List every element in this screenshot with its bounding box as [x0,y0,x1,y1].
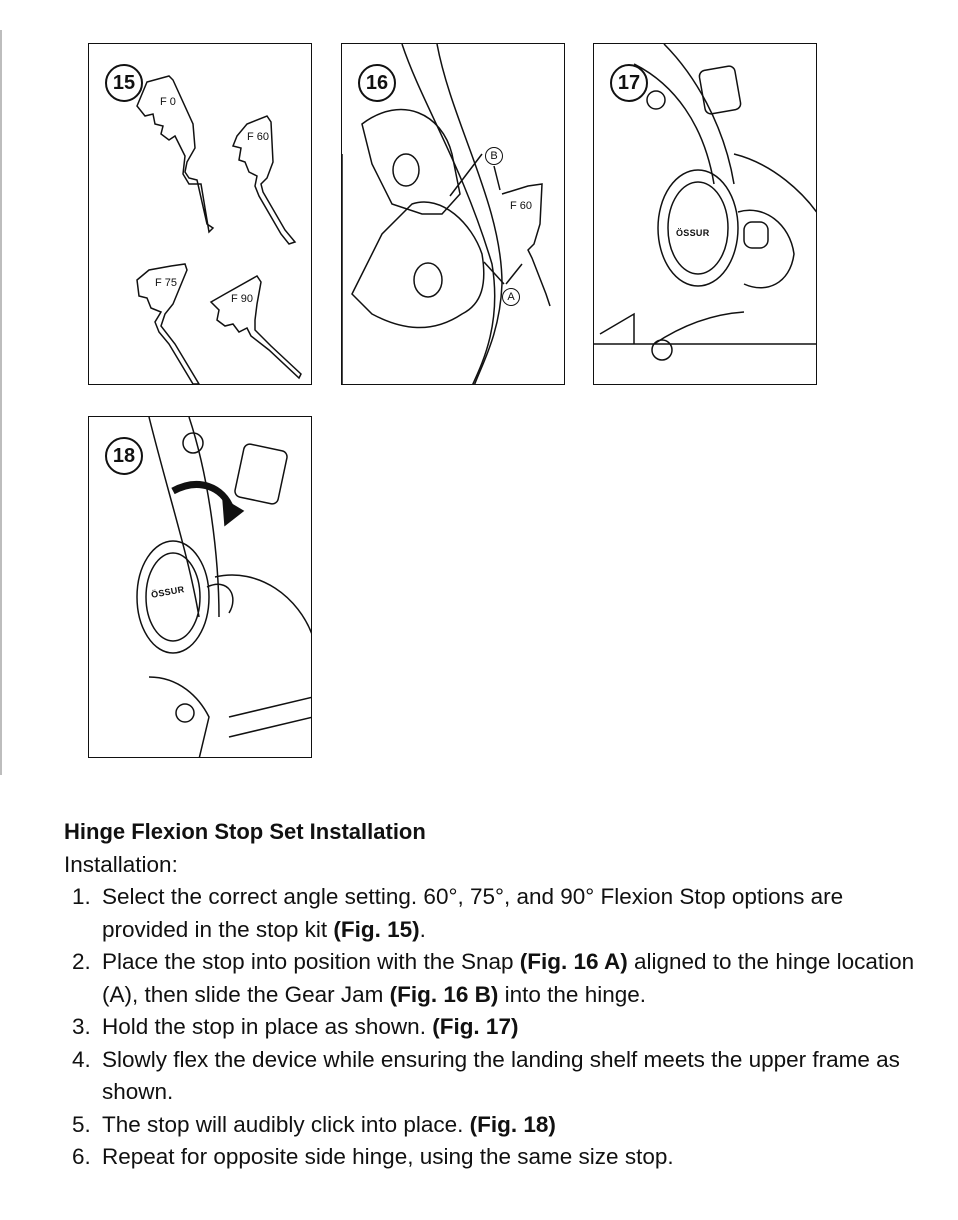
step-2: 2. Place the stop into position with the … [72,946,924,1011]
hinge-gear-illustration [342,44,551,384]
step-text: Repeat for opposite side hinge, using th… [102,1144,674,1169]
figure-ref: (Fig. 18) [469,1111,556,1137]
step-number: 3. [72,1014,91,1039]
figure-ref: (Fig. 17) [432,1014,519,1039]
step-text-end: . [419,916,426,942]
figure-18: 18 ÖSSUR [88,416,312,758]
stop-label-f60: F 60 [247,131,270,143]
figure-ref-2: (Fig. 16 B) [389,981,499,1007]
step-6: 6. Repeat for opposite side hinge, using … [72,1141,924,1174]
step-text-end: into the hinge. [498,981,647,1007]
step-number: 4. [72,1046,91,1072]
callout-b: B [485,147,503,165]
margin-rule [0,30,2,775]
figure-15: 15 F 0 F 60 F 75 F 90 [88,43,312,385]
step-3: 3. Hold the stop in place as shown. (Fig.… [72,1011,924,1044]
figure-number-badge: 16 [358,64,396,102]
step-number: 6. [72,1144,91,1169]
figure-ref: (Fig. 15) [333,916,420,942]
step-text: The stop will audibly click into place. [102,1111,470,1137]
section-subtitle: Installation: [64,851,178,877]
stop-clicking-illustration [136,417,311,757]
hand-holding-hinge-illustration [594,44,816,361]
step-text-mid: aligned to the hinge location (A), then … [102,949,915,1007]
step-number: 2. [72,949,91,974]
stop-label-f0: F 0 [160,96,176,108]
step-number: 5. [72,1111,91,1137]
flexion-stops-illustration [136,75,302,384]
stop-label-f60: F 60 [510,200,533,212]
step-text: Slowly flex the device while ensuring th… [102,1046,900,1105]
stop-label-f90: F 90 [231,293,254,305]
steps-list: 1. Select the correct angle setting. 60°,… [64,881,924,1174]
callout-a: A [502,288,520,306]
figure-16: 16 F 60 B A [341,43,565,385]
stop-label-f75: F 75 [155,277,178,289]
step-text: Select the correct angle setting. 60°, 7… [102,884,844,942]
section-title: Hinge Flexion Stop Set Installation [64,819,426,844]
step-number: 1. [72,884,91,909]
figure-ref: (Fig. 16 A) [519,949,628,974]
figure-number-badge: 18 [105,437,143,475]
step-1: 1. Select the correct angle setting. 60°,… [72,881,924,946]
step-5: 5. The stop will audibly click into place… [72,1109,924,1142]
step-text: Hold the stop in place as shown. [102,1014,433,1039]
figure-17: 17 ÖSSUR [593,43,817,385]
step-4: 4. Slowly flex the device while ensuring … [72,1044,924,1109]
figure-number-badge: 17 [610,64,648,102]
figure-number-badge: 15 [105,64,143,102]
instructions-section: Hinge Flexion Stop Set Installation Inst… [64,816,924,1174]
brand-logo: ÖSSUR [676,228,710,238]
step-text: Place the stop into position with the Sn… [102,949,520,974]
